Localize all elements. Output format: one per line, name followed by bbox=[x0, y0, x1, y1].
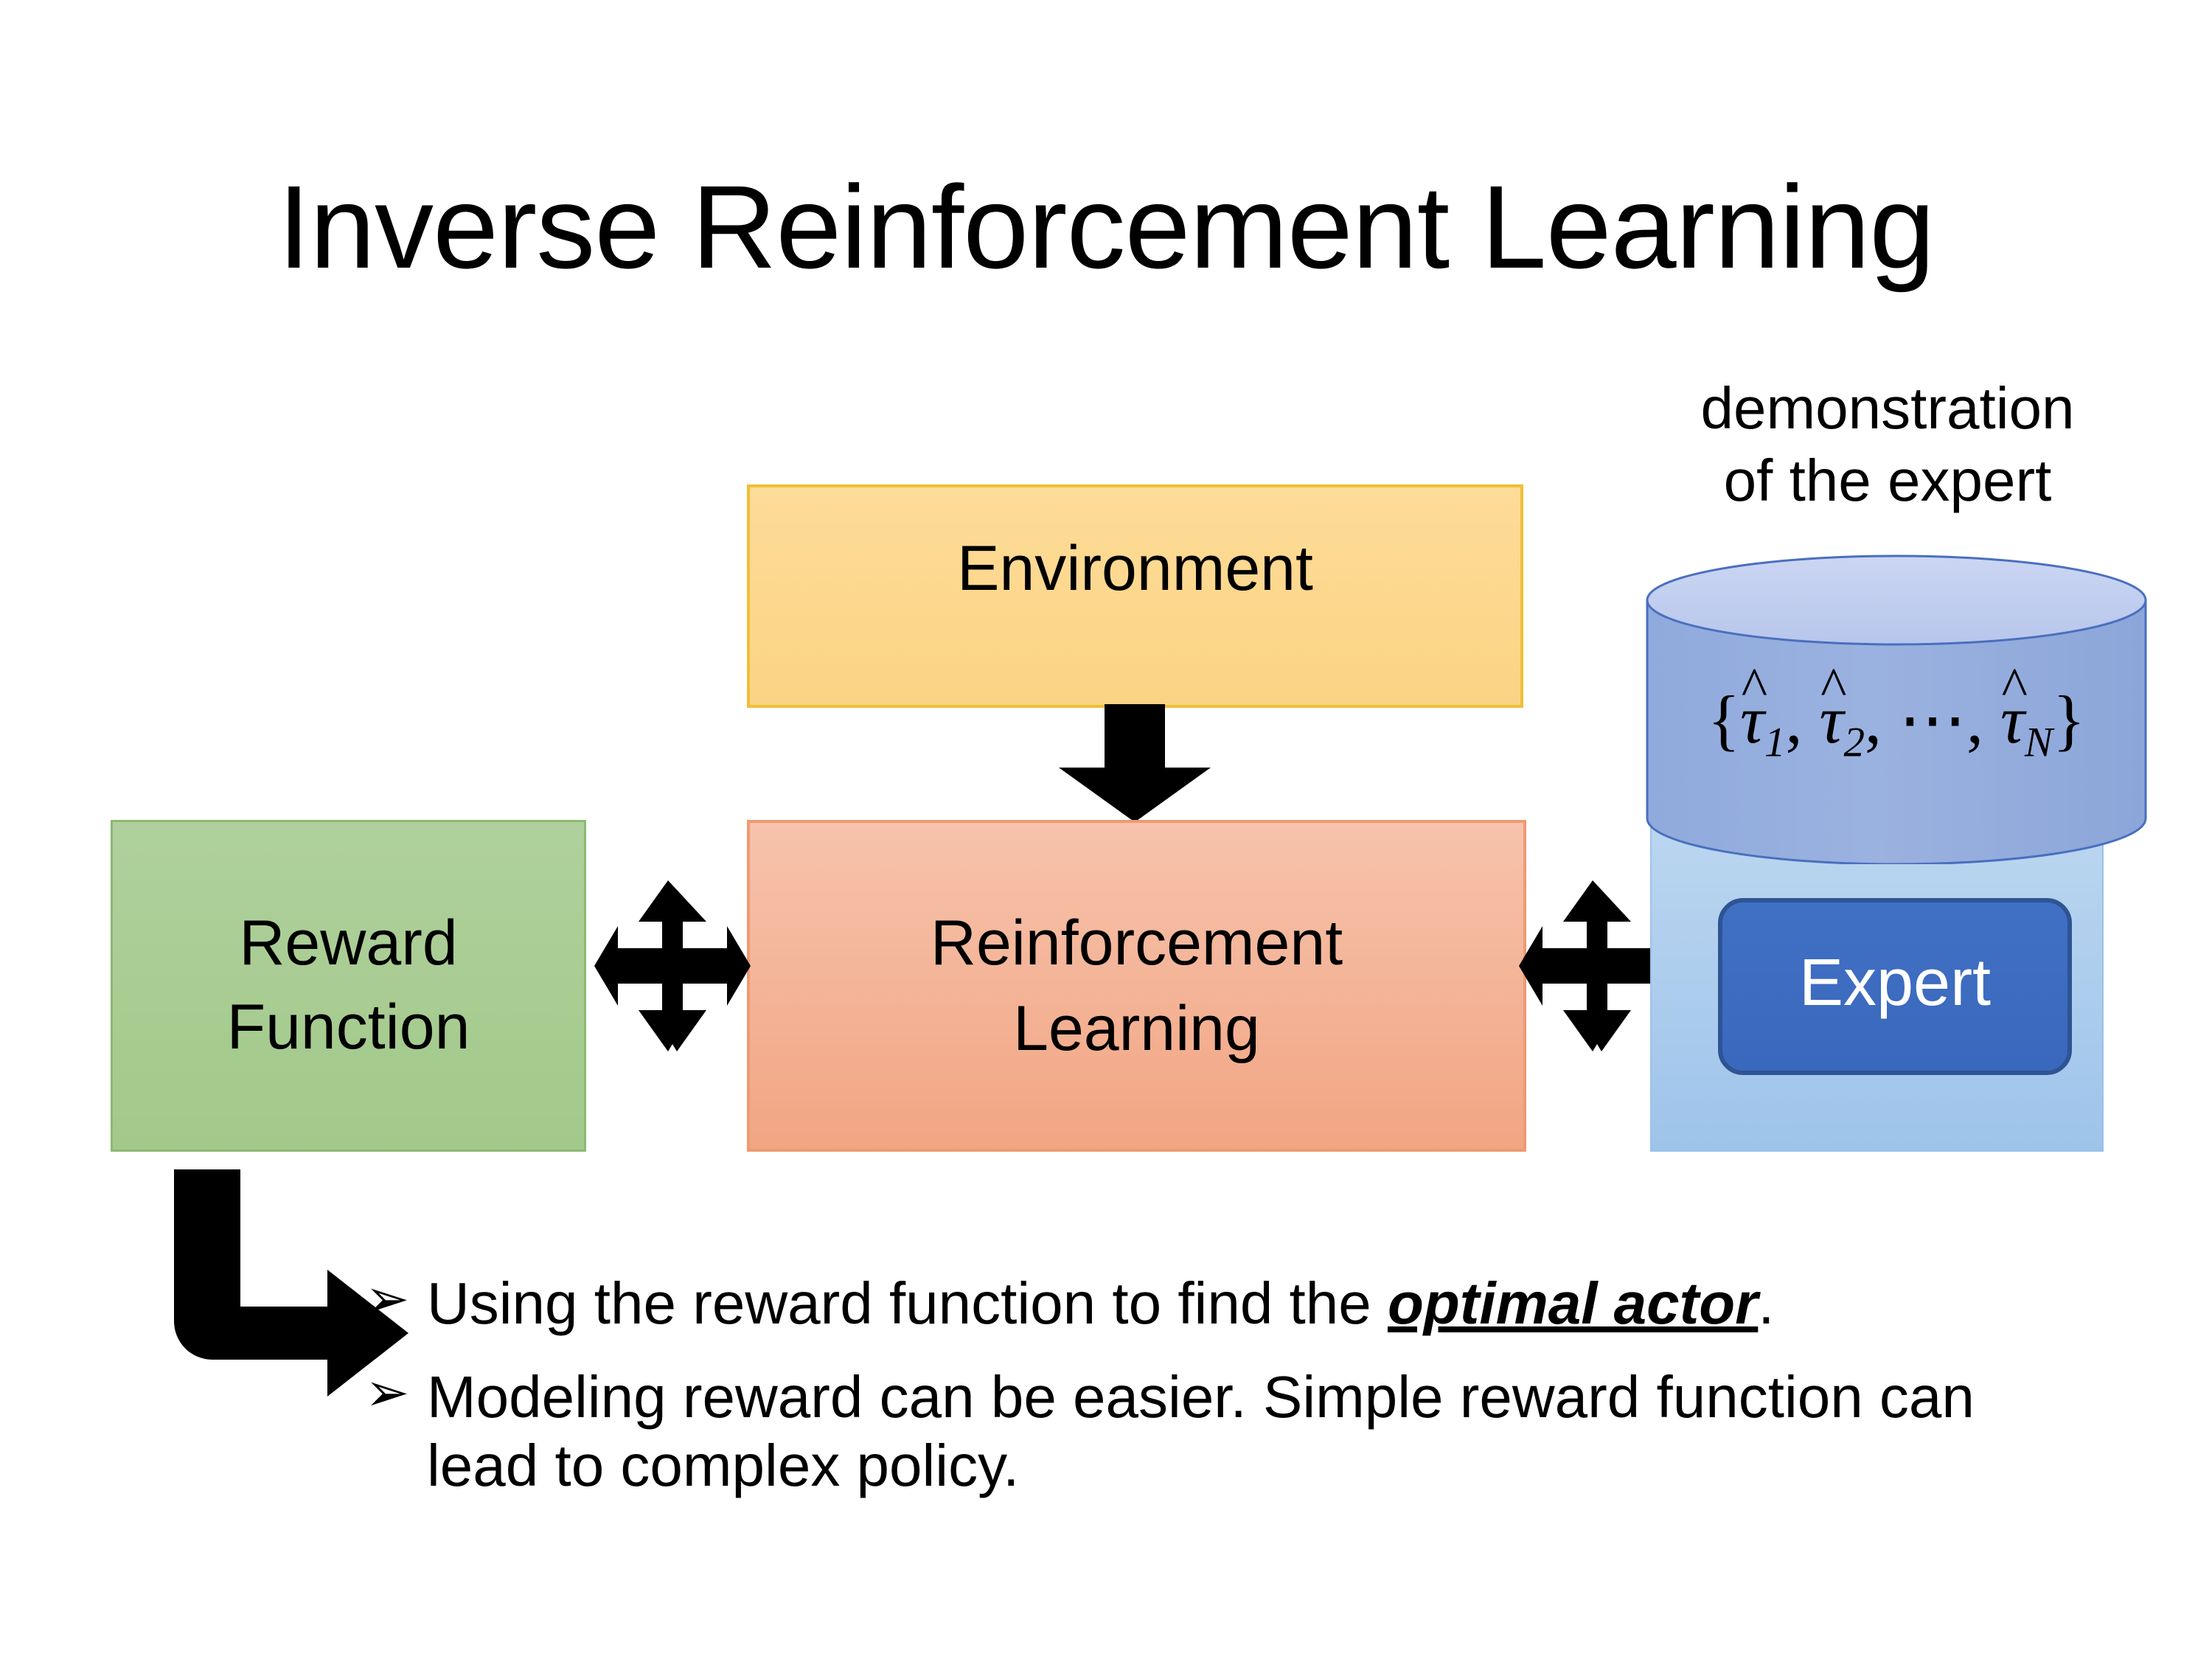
bullet-text-after: . bbox=[1758, 1270, 1775, 1336]
demonstration-caption: demonstration of the expert bbox=[1596, 372, 2179, 516]
tau-hat-1: ^τ bbox=[1740, 660, 1767, 754]
subscript-n: N bbox=[2024, 719, 2053, 766]
hat-accent-2: ^ bbox=[1820, 657, 1847, 719]
list-item: ➢ Using the reward function to find the … bbox=[365, 1270, 2098, 1338]
rl-label-line2: Learning bbox=[1013, 993, 1260, 1064]
bullet-list: ➢ Using the reward function to find the … bbox=[365, 1270, 2098, 1525]
page-title: Inverse Reinforcement Learning bbox=[277, 161, 1935, 293]
bullet-emphasis: optimal actor bbox=[1387, 1270, 1759, 1336]
subscript-1: 1 bbox=[1764, 719, 1786, 766]
hat-accent-n: ^ bbox=[2001, 657, 2028, 719]
tau-symbol-n: τ bbox=[2000, 682, 2025, 757]
demonstration-caption-line2: of the expert bbox=[1723, 447, 2052, 513]
database-cylinder-icon bbox=[1646, 554, 2147, 864]
bullet-marker-icon: ➢ bbox=[365, 1363, 410, 1422]
reward-label-line2: Function bbox=[226, 992, 470, 1062]
demonstration-caption-line1: demonstration bbox=[1700, 375, 2075, 441]
environment-label: Environment bbox=[957, 532, 1313, 604]
hat-accent-1: ^ bbox=[1741, 657, 1768, 719]
bullet-text: Using the reward function to find the op… bbox=[427, 1270, 1775, 1338]
comma-3: , bbox=[1966, 682, 1983, 757]
bullet-marker-icon: ➢ bbox=[365, 1270, 410, 1329]
comma-1: , bbox=[1785, 682, 1803, 757]
bidirectional-arrow-reward-rl-icon bbox=[594, 880, 751, 1051]
tau-hat-n: ^τ bbox=[2000, 660, 2028, 754]
reward-label-line1: Reward bbox=[239, 908, 458, 979]
trajectory-set-notation: {^τ1, ^τ2, ⋯, ^τN} bbox=[1646, 660, 2147, 766]
bidirectional-arrow-rl-expert-icon bbox=[1519, 880, 1675, 1051]
bullet-text: Modeling reward can be easier. Simple re… bbox=[427, 1363, 1975, 1498]
open-brace: { bbox=[1707, 682, 1741, 757]
comma-2: , bbox=[1864, 682, 1882, 757]
reinforcement-learning-box: Reinforcement Learning bbox=[747, 820, 1526, 1152]
expert-label: Expert bbox=[1798, 946, 1992, 1020]
tau-hat-2: ^τ bbox=[1820, 660, 1847, 754]
rl-label-line1: Reinforcement bbox=[930, 907, 1343, 978]
expert-button[interactable]: Expert bbox=[1718, 898, 2072, 1075]
list-item: ➢ Modeling reward can be easier. Simple … bbox=[365, 1363, 2098, 1500]
ellipsis: ⋯ bbox=[1898, 682, 1966, 757]
down-arrow-icon bbox=[1059, 704, 1211, 822]
bullet-text-before: Using the reward function to find the bbox=[427, 1270, 1388, 1336]
elbow-arrow-icon bbox=[174, 1169, 408, 1397]
tau-symbol-1: τ bbox=[1740, 682, 1764, 757]
subscript-2: 2 bbox=[1843, 719, 1865, 766]
environment-box: Environment bbox=[747, 484, 1523, 708]
tau-symbol-2: τ bbox=[1819, 682, 1844, 757]
reward-function-box: Reward Function bbox=[111, 820, 586, 1152]
close-brace: } bbox=[2052, 682, 2086, 757]
